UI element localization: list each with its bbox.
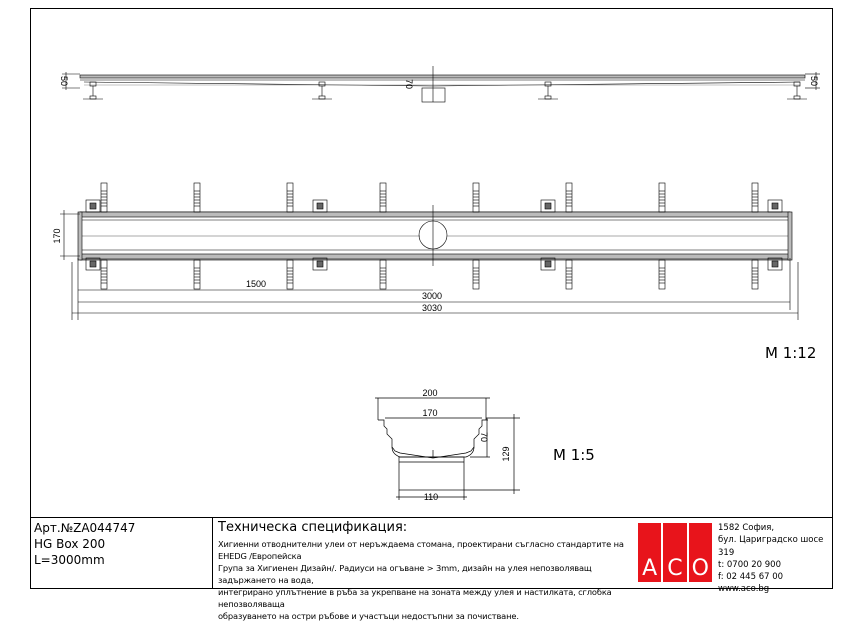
drain-outlet-circle [418, 220, 448, 250]
company-address: 1582 София, бул. Цариградско шосе 319 t:… [718, 522, 842, 596]
clip [540, 199, 556, 213]
length-label: 3000 [422, 291, 442, 301]
clip [312, 257, 328, 271]
plan-view [60, 182, 799, 320]
spec-title: Техническа спецификация: [218, 520, 408, 535]
side-view [62, 66, 820, 103]
anchor-bracket [286, 182, 294, 213]
clip [767, 257, 783, 271]
aco-logo: A C O [638, 523, 712, 582]
spec-line: образуването на остри ръбове и участъци … [218, 611, 519, 621]
clip [85, 257, 101, 271]
anchor-bracket [472, 259, 480, 290]
technical-drawing: 50 50 70 170 1500 3000 3030 M 1:12 [30, 8, 833, 589]
plan-width-label: 170 [52, 228, 62, 243]
anchor-bracket [193, 182, 201, 213]
anchor-bracket [100, 259, 108, 290]
article-info: Арт.№ZA044747 HG Box 200 L=3000mm [34, 520, 135, 568]
clip [312, 199, 328, 213]
anchor-bracket [472, 182, 480, 213]
anchor-bracket [379, 182, 387, 213]
article-number: Арт.№ZA044747 [34, 521, 136, 535]
fax: f: 02 445 67 00 [718, 572, 784, 583]
logo-letter: A [638, 523, 662, 582]
website: www.aco.bg [718, 584, 770, 595]
anchor-bracket [658, 182, 666, 213]
anchor-bracket [565, 182, 573, 213]
support-feet [83, 81, 807, 100]
outlet-width-label: 110 [424, 492, 438, 502]
address-line: 1582 София, [718, 523, 775, 533]
phone: t: 0700 20 900 [718, 559, 781, 570]
anchor-bracket [751, 259, 759, 290]
anchor-bracket [751, 182, 759, 213]
product-name: HG Box 200 [34, 537, 106, 551]
section-inner-width-label: 170 [422, 408, 437, 418]
section-height-label: 129 [501, 446, 511, 461]
section-top-width-label: 200 [422, 388, 437, 398]
side-height-left-label: 50 [59, 76, 69, 86]
clips [85, 199, 783, 271]
spec-body: Хигиенни отводнителни улеи от неръждаема… [218, 538, 636, 622]
drawing-frame [30, 8, 833, 589]
anchor-bracket [286, 259, 294, 290]
section-scale-label: M 1:5 [553, 446, 595, 464]
clip [85, 199, 101, 213]
spec-line: Група за Хигиенен Дизайн/. Радиуси на ог… [218, 563, 592, 585]
clip [540, 257, 556, 271]
section-view [375, 397, 520, 500]
main-scale-label: M 1:12 [765, 344, 816, 362]
anchor-bracket [565, 259, 573, 290]
side-height-right-label: 50 [809, 76, 819, 86]
anchor-brackets [100, 182, 759, 290]
logo-letter: O [688, 523, 712, 582]
spec-line: интегрирано уплътнение в ръба за укрепва… [218, 587, 612, 609]
spec-line: Хигиенни отводнителни улеи от неръждаема… [218, 539, 624, 561]
overall-length-label: 3030 [422, 303, 442, 313]
section-depth-label: 70 [479, 432, 489, 442]
product-length: L=3000mm [34, 553, 105, 567]
anchor-bracket [193, 259, 201, 290]
logo-letter: C [663, 523, 687, 582]
anchor-bracket [379, 259, 387, 290]
address-line: бул. Цариградско шосе 319 [718, 535, 824, 558]
anchor-bracket [100, 182, 108, 213]
half-length-label: 1500 [246, 279, 266, 289]
anchor-bracket [658, 259, 666, 290]
outlet-height-label: 70 [404, 79, 414, 89]
clip [767, 199, 783, 213]
